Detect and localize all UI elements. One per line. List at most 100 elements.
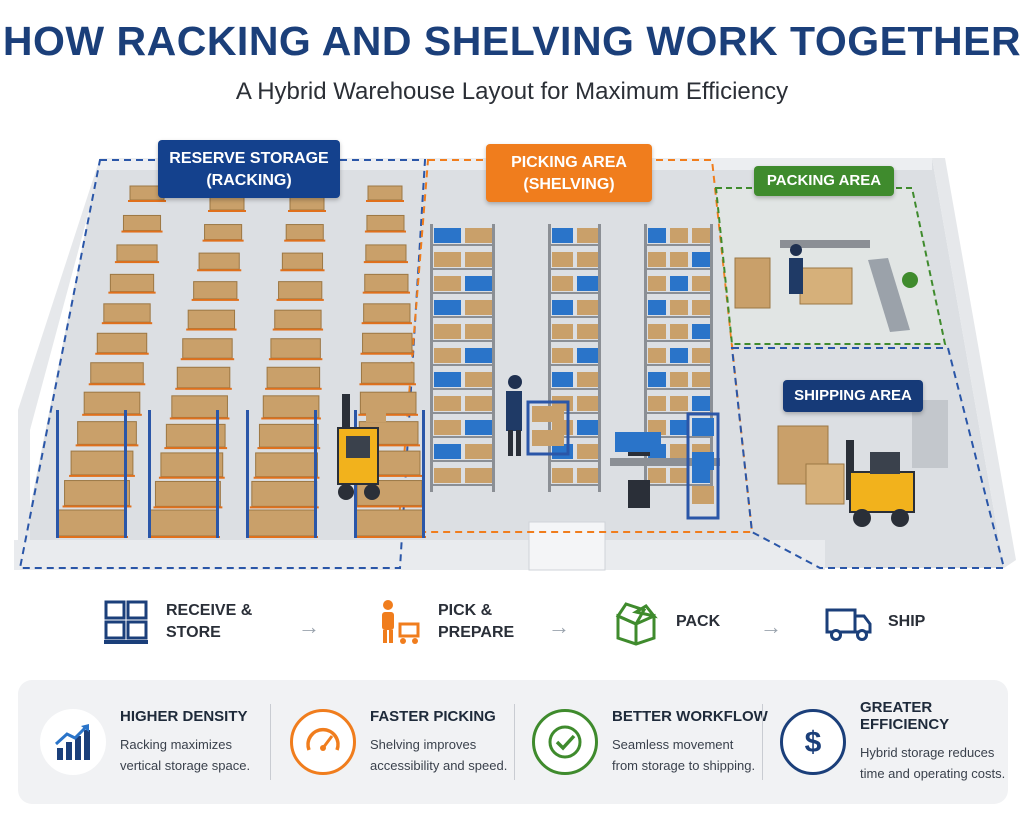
shelf-level: [548, 244, 601, 246]
rack-beam: [62, 505, 132, 508]
rack-beam: [366, 200, 404, 202]
benefit-desc: Seamless movement from storage to shippi…: [612, 736, 756, 773]
shelf-bin: [577, 372, 598, 387]
rack-beam: [208, 210, 246, 212]
bar-chart-growth-icon: [54, 724, 90, 760]
dock-door: [528, 521, 606, 571]
zone-label-picking: PICKING AREA (SHELVING): [486, 144, 652, 202]
shelf-bin: [692, 468, 710, 483]
rack-box: [122, 214, 162, 232]
shelf-bin: [552, 324, 573, 339]
shelf-bin: [434, 300, 461, 315]
rack-box: [109, 273, 155, 293]
shelf-bin: [648, 348, 666, 363]
shelf-level: [430, 244, 495, 246]
pallet-boxes-icon: [104, 600, 148, 644]
rack-beam: [186, 328, 237, 331]
rack-beam: [121, 230, 163, 233]
shelf-bin: [670, 276, 688, 291]
shelf-bin: [577, 324, 598, 339]
rack-beam: [357, 444, 420, 447]
office-chair: [628, 480, 650, 508]
shelf-bin: [577, 348, 598, 363]
shelf-bin: [465, 276, 492, 291]
rack-box: [57, 509, 127, 537]
shelf-bin: [465, 444, 492, 459]
shelf-bin: [670, 468, 688, 483]
shelf-level: [548, 484, 601, 486]
zone-label-packing: PACKING AREA: [754, 166, 894, 196]
shelf-level: [430, 484, 495, 486]
shelf-bin: [465, 348, 492, 363]
rack-beam: [257, 447, 321, 450]
shipping-zone-border: [730, 347, 1006, 569]
benefit-title: GREATER EFFICIENCY: [860, 699, 950, 734]
shelf-bin: [648, 468, 666, 483]
dollar-icon: $: [805, 726, 822, 759]
rack-box: [274, 309, 322, 330]
rack-box: [198, 252, 240, 270]
rack-beam: [95, 352, 149, 355]
shelf-bin: [552, 252, 573, 267]
shelf-level: [548, 316, 601, 318]
rack-box: [281, 252, 324, 270]
shelf-bin: [577, 252, 598, 267]
benefit-efficiency: $ GREATER EFFICIENCY Hybrid storage redu…: [780, 680, 1010, 804]
rack-beam: [56, 536, 128, 538]
rack-beam: [359, 383, 416, 386]
shelf-bin: [434, 444, 461, 459]
flow-label-receive: RECEIVE & STORE: [166, 602, 253, 641]
shelf-level: [430, 316, 495, 318]
shelf-level: [430, 292, 495, 294]
warehouse-scene: RESERVE STORAGE (RACKING) PICKING AREA (…: [0, 140, 1024, 580]
rack-beam: [272, 328, 324, 331]
rack-upright: [216, 410, 219, 538]
flow-label-pick: PICK & PREPARE: [438, 602, 515, 641]
rack-box: [64, 480, 130, 506]
shelf-level: [430, 388, 495, 390]
rack-box: [367, 185, 403, 201]
benefit-divider: [762, 704, 763, 780]
rack-box: [258, 423, 319, 448]
rack-beam: [288, 210, 326, 212]
blue-bins: [615, 432, 661, 452]
rack-box: [362, 332, 413, 354]
speedometer-icon: [306, 727, 340, 751]
shelf-bin: [577, 444, 598, 459]
shelf-level: [548, 412, 601, 414]
shelf-upright: [492, 224, 495, 492]
rack-beam: [261, 417, 321, 420]
rack-upright: [148, 410, 151, 538]
rack-box: [365, 244, 407, 262]
benefit-workflow: BETTER WORKFLOW Seamless movement from s…: [532, 680, 768, 804]
rack-beam: [364, 230, 406, 233]
flow-arrow-2: →: [548, 614, 570, 639]
rack-box: [77, 421, 137, 445]
rack-beam: [108, 291, 156, 294]
shelf-level: [548, 388, 601, 390]
shelf-bin: [692, 300, 710, 315]
rack-box: [176, 366, 231, 389]
shelf-level: [644, 340, 713, 342]
shelf-level: [644, 412, 713, 414]
rack-beam: [253, 476, 320, 479]
rack-beam: [276, 298, 324, 301]
shelf-level: [644, 292, 713, 294]
picker-head: [508, 375, 522, 389]
rack-beam: [265, 387, 322, 390]
benefit-icon-circle: [40, 709, 106, 775]
rack-beam: [360, 352, 414, 355]
shelf-bin: [692, 396, 710, 411]
flow-step-ship: SHIP: [824, 598, 925, 646]
shelf-bin: [670, 252, 688, 267]
shelf-bin: [434, 228, 461, 243]
rack-beam: [75, 444, 139, 447]
zone-label-reserve: RESERVE STORAGE (RACKING): [158, 140, 340, 198]
open-box-icon: [615, 602, 658, 646]
rack-beam: [153, 506, 223, 509]
rack-beam: [180, 358, 235, 361]
shelf-level: [644, 484, 713, 486]
rack-box: [278, 281, 323, 300]
shelf-level: [430, 268, 495, 270]
shelf-bin: [434, 468, 461, 483]
